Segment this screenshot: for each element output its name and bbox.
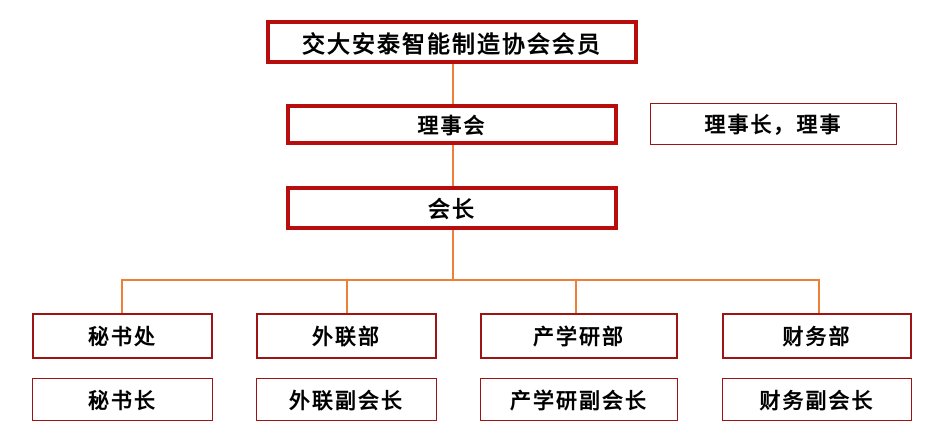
node-president: 会长 (286, 186, 618, 230)
node-role-finance-vice-president: 财务副会长 (722, 378, 912, 421)
node-role-secretary-general: 秘书长 (32, 378, 213, 421)
node-department-external-relations: 外联部 (256, 313, 437, 359)
node-association-members: 交大安泰智能制造协会会员 (266, 20, 638, 64)
node-department-secretariat: 秘书处 (32, 313, 213, 359)
node-department-industry-research: 产学研部 (480, 313, 678, 359)
node-department-finance: 财务部 (722, 313, 912, 359)
connector-drop-research (575, 279, 577, 313)
connector-drop-finance (818, 279, 820, 313)
node-board-roles: 理事长，理事 (650, 103, 897, 145)
connector-root-to-board (452, 64, 454, 104)
connector-board-to-president (452, 145, 454, 186)
connector-president-to-bus (452, 230, 454, 281)
connector-drop-secretariat (121, 279, 123, 313)
node-role-research-vice-president: 产学研副会长 (480, 378, 678, 421)
connector-drop-external (346, 279, 348, 313)
node-role-external-vice-president: 外联副会长 (256, 378, 437, 421)
connector-horizontal-bus (121, 279, 820, 281)
node-board-of-directors: 理事会 (286, 104, 618, 145)
